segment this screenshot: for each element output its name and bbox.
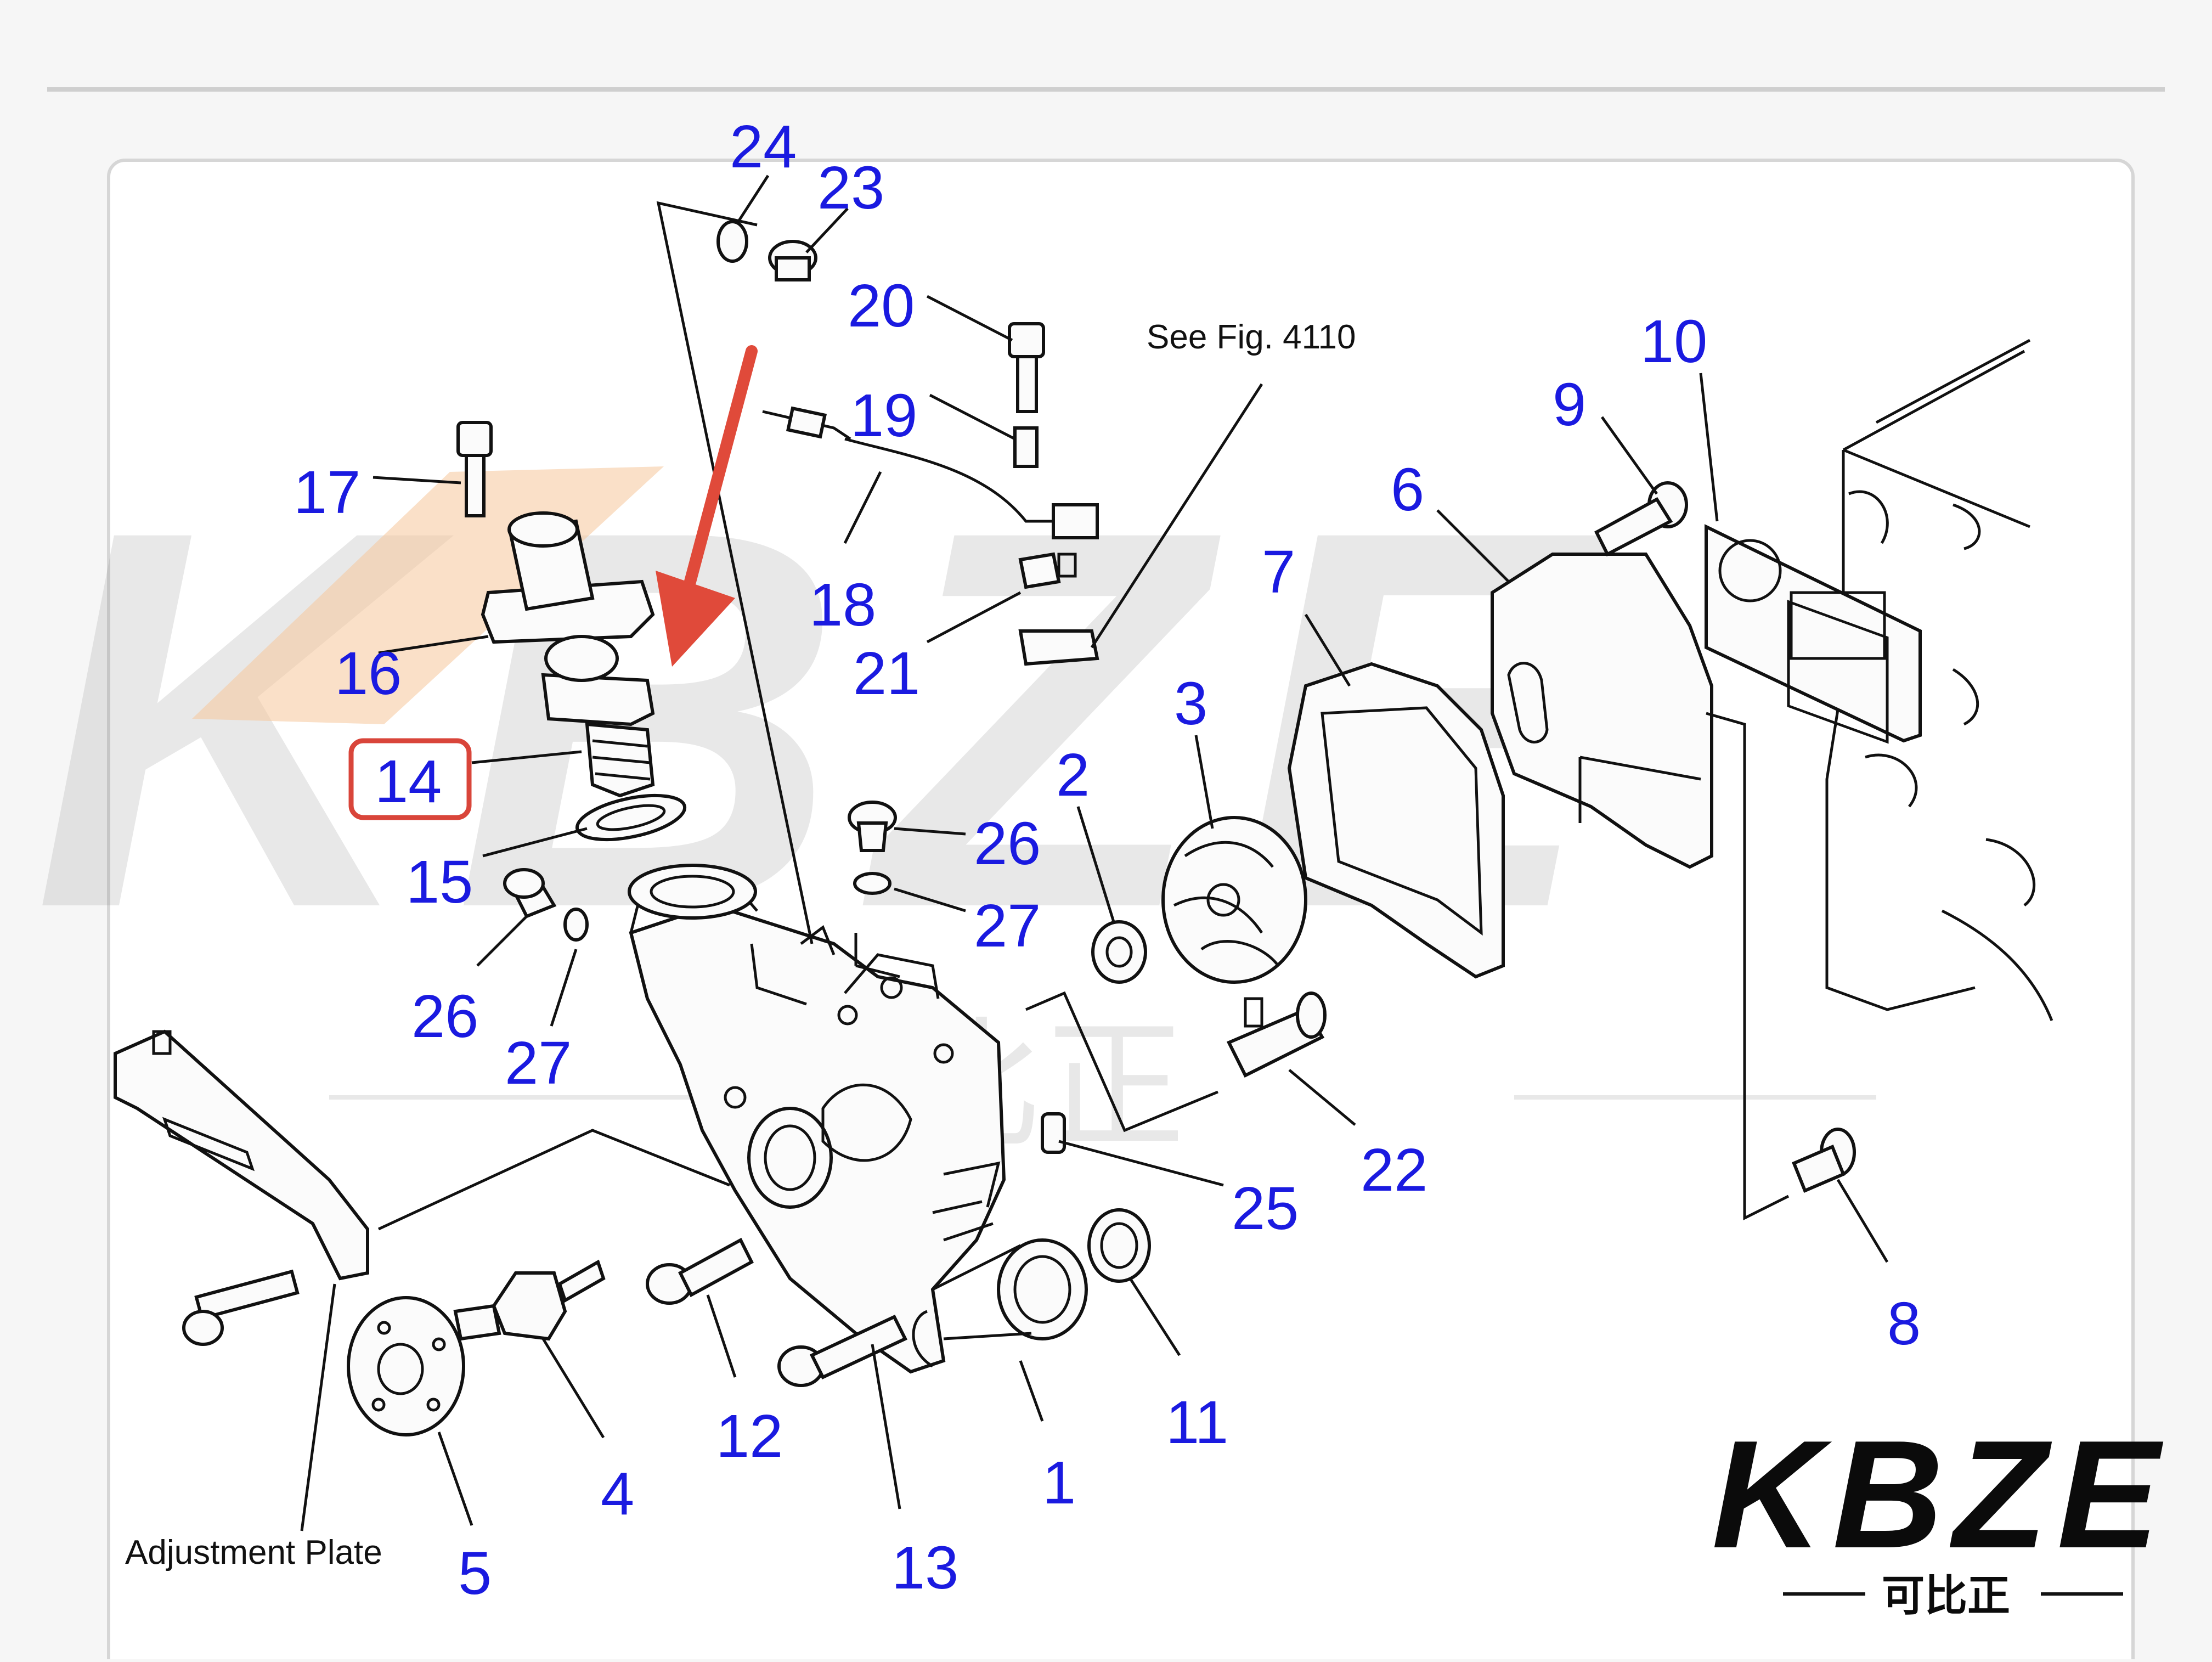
part-13-bolt <box>777 1315 908 1387</box>
label-10: 10 <box>1640 308 1707 375</box>
label-16: 16 <box>335 640 402 707</box>
label-14: 14 <box>375 748 442 815</box>
part-12-bolt <box>646 1237 754 1305</box>
part-24-washer <box>716 220 748 263</box>
label-3: 3 <box>1174 670 1207 737</box>
label-11: 11 <box>1166 1389 1228 1456</box>
part-10-gasket <box>1705 524 1922 744</box>
part-6-cover <box>1491 553 1713 869</box>
part-labels: 24 23 20 19 18 21 17 16 14 15 26 27 26 2… <box>294 113 1921 1607</box>
label-8: 8 <box>1887 1290 1921 1357</box>
part-22-fitting <box>1226 991 1327 1078</box>
kbze-logo: KBZE 可比正 <box>1712 1409 2169 1620</box>
label-25: 25 <box>1232 1175 1299 1242</box>
part-27-washer-right <box>853 872 891 895</box>
part-15-gasket <box>575 793 687 842</box>
label-21: 21 <box>853 640 920 707</box>
label-27-right: 27 <box>974 892 1041 960</box>
label-4: 4 <box>601 1460 634 1528</box>
part-9-bolt <box>1594 481 1688 557</box>
part-27-washer-left <box>563 908 589 942</box>
label-19: 19 <box>850 382 917 449</box>
label-18: 18 <box>809 571 876 639</box>
label-12: 12 <box>716 1402 783 1470</box>
leader-lines <box>300 174 1889 1531</box>
part-3-impeller <box>1161 816 1307 984</box>
part-14-thermostat <box>541 635 655 798</box>
label-17: 17 <box>294 459 360 526</box>
logo-brand-text: KBZE <box>1712 1409 2169 1580</box>
label-27-left: 27 <box>505 1029 572 1097</box>
label-24: 24 <box>730 113 797 181</box>
part-1-pump-body <box>628 864 1088 1374</box>
adjustment-plate-label: Adjustment Plate <box>125 1534 382 1571</box>
part-18-sensor <box>762 406 1099 539</box>
label-26-left: 26 <box>411 983 478 1050</box>
label-22: 22 <box>1361 1136 1427 1204</box>
highlight-box-14 <box>348 738 472 820</box>
label-26-right: 26 <box>974 810 1041 877</box>
part-11-seal <box>1087 1208 1151 1283</box>
part-21-bracket <box>1018 552 1099 666</box>
engine-block <box>1825 339 2053 1021</box>
adjustment-plate <box>114 1029 369 1346</box>
label-20: 20 <box>848 272 915 340</box>
part-25-fitting <box>1041 1112 1066 1154</box>
part-5-hub <box>347 1296 465 1436</box>
part-26-plug-left <box>503 868 557 919</box>
see-fig-note: See Fig. 4110 <box>1147 318 1356 356</box>
part-8-bolt <box>1792 1128 1856 1193</box>
part-17-bolt <box>456 421 493 517</box>
label-23: 23 <box>817 154 884 222</box>
label-15: 15 <box>406 848 473 916</box>
part-19-clip <box>1013 426 1039 468</box>
label-2: 2 <box>1056 741 1090 809</box>
label-7: 7 <box>1262 538 1295 606</box>
label-13: 13 <box>891 1534 958 1602</box>
label-6: 6 <box>1391 456 1424 523</box>
part-23-bolt <box>768 240 817 281</box>
part-7-gasket <box>1287 662 1505 979</box>
label-1: 1 <box>1042 1449 1076 1517</box>
part-20-bolt <box>1008 322 1045 413</box>
part-26-plug-right <box>848 801 897 852</box>
label-9: 9 <box>1553 371 1586 438</box>
part-4-shaft <box>453 1259 606 1341</box>
label-5: 5 <box>458 1540 492 1607</box>
part-16-housing <box>481 511 655 644</box>
logo-chinese-text: 可比正 <box>1882 1571 2010 1620</box>
red-arrow <box>656 345 758 667</box>
part-2-seal <box>1091 920 1147 984</box>
